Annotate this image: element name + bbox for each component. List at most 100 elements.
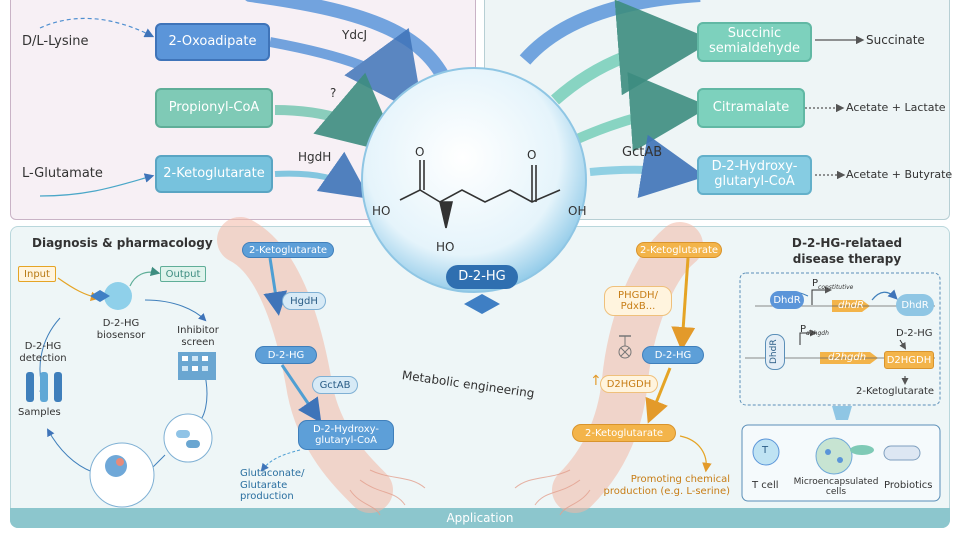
atom-ho-bottom: HO [436, 240, 455, 254]
d2hg-label: D-2-HG [446, 265, 518, 289]
p-constitutive-sub: constitutive [818, 284, 854, 291]
enzyme-hgdh-top: HgdH [298, 150, 332, 164]
probiotic-icon [883, 445, 921, 461]
arrow-hgcoa-glutaconate [260, 449, 301, 472]
arrow-d2hg-kg-right [645, 367, 672, 424]
pill-icon-1 [176, 430, 190, 438]
d2hg-molecule [399, 160, 561, 229]
me-right-d2hgdh: D2HGDH [600, 375, 658, 393]
me-left-kg: 2-Ketoglutarate [242, 242, 334, 258]
therapy-kg-label: 2-Ketoglutarate [856, 386, 935, 397]
arrow-kg-d2hg-left [263, 257, 288, 316]
enzyme-gctab-top: GctAB [622, 145, 663, 160]
biosensor-label: D-2-HG biosensor [96, 318, 146, 341]
p-constitutive-label: Pconstitutive [812, 278, 853, 291]
detection-label: D-2-HG detection [19, 341, 67, 364]
arrow-propionyl-center [274, 72, 401, 155]
me-left-product: Glutaconate/ Glutarate production [240, 468, 305, 502]
me-left-hgcoa: D-2-Hydroxy-glutaryl-CoA [298, 420, 394, 450]
arrow-center-ssa [551, 0, 714, 105]
arrow-kg-d2hg-right [671, 257, 696, 351]
patient-head-icon [105, 455, 127, 477]
arrow-biosensor-inhibitor [144, 299, 207, 322]
me-right-kg-bottom: 2-Ketoglutarate [572, 424, 676, 442]
me-right-up-arrow: ↑ [590, 373, 602, 389]
t-cell-mark: T [762, 445, 769, 456]
diamond-d2hg [464, 294, 500, 314]
flagella [349, 469, 591, 516]
substrate-glutamate: L-Glutamate [22, 166, 103, 181]
p-d2hgdh-label: Pd2hgdh [800, 324, 829, 337]
samples-label: Samples [18, 407, 61, 418]
product-acetate-butyrate: Acetate + Butyrate [846, 168, 953, 181]
arrow-out-center-1 [519, 0, 701, 65]
substrate-lysine: D/L-Lysine [22, 34, 89, 49]
me-right-product: Promoting chemical production (e.g. L-se… [603, 474, 730, 497]
product-acetate-lactate: Acetate + Lactate [846, 101, 946, 114]
node-2-oxoadipate: 2-Oxoadipate [155, 23, 270, 61]
node-citramalate: Citramalate [697, 88, 805, 128]
t-cell-icon [752, 438, 780, 466]
therapy-d2hg-label: D-2-HG [896, 328, 933, 339]
promoter-constitutive-icon [811, 286, 832, 305]
dhdr-protein-bound: DhdR [765, 334, 785, 370]
me-right-phgdh: PHGDH/ PdxB... [604, 286, 672, 316]
arrow-kg-center [274, 151, 370, 199]
node-2-ketoglutarate-top: 2-Ketoglutarate [155, 155, 273, 193]
arrow-center-hgcoa [589, 134, 706, 199]
arrow-dhdr-express [871, 289, 898, 301]
arrow-glutamate [39, 173, 155, 197]
me-right-d2hg: D-2-HG [642, 346, 704, 364]
me-left-d2hg: D-2-HG [255, 346, 317, 364]
tumor-icon [116, 458, 124, 466]
d2hg-sphere [361, 67, 587, 293]
funnel-icon [832, 406, 852, 420]
atom-o-right: O [527, 148, 537, 162]
microcapsule-cell-1 [825, 449, 831, 455]
node-propionyl-coa: Propionyl-CoA [155, 88, 273, 128]
probiotics-label: Probiotics [884, 480, 933, 491]
pills-circle [163, 413, 213, 463]
microcapsule-icon [815, 437, 853, 475]
p-d2hgdh-sub: d2hgdh [806, 330, 829, 337]
input-label: Input [18, 266, 56, 282]
arrow-d2hg-hgcoa-left [280, 364, 322, 423]
diagnosis-title: Diagnosis & pharmacology [32, 236, 213, 250]
screen-grid-icon [178, 352, 216, 380]
biosensor-cell [104, 282, 132, 310]
node-d2-hydroxyglutaryl-coa-top: D-2-Hydroxy-glutaryl-CoA [697, 155, 812, 195]
therapy-d2hgdh-box: D2HGDH [884, 351, 934, 369]
arrow-d2hg-d2hgdh [899, 339, 907, 350]
biosensor-diamond [90, 290, 110, 302]
enzyme-ydcj: YdcJ [342, 28, 368, 42]
bacterium-right [552, 222, 703, 513]
tubes-icon [26, 372, 62, 402]
atom-o-left: O [415, 145, 425, 159]
inhibition-cross-2 [620, 347, 630, 357]
p-constitutive-p: P [812, 278, 819, 289]
arrow-into-center-1 [245, 0, 452, 87]
arrow-oxoadipate-center [269, 27, 424, 117]
atom-oh-right: OH [568, 204, 587, 218]
arrow-center-citramalate [572, 72, 710, 152]
bacterium-left [217, 217, 393, 513]
arrow-output [129, 266, 161, 287]
gene-dhdr-label: dhdR [838, 300, 864, 311]
gene-circuit-box [739, 272, 941, 406]
arrow-kg-promote [679, 435, 712, 473]
product-succinate: Succinate [866, 33, 925, 47]
enzyme-unknown: ? [330, 86, 337, 100]
t-cell-label: T cell [752, 480, 779, 491]
output-label: Output [160, 266, 206, 282]
promoter-d2hgdh-icon [799, 329, 817, 345]
inhibitor-label: Inhibitor screen [177, 325, 219, 348]
pill-icon-2 [186, 440, 200, 448]
dhdr-protein-top: DhdR [770, 291, 804, 309]
capsule-cell-icon [850, 445, 874, 455]
atom-ho-left: HO [372, 204, 391, 218]
dhdr-protein-expressed: DhdR [896, 294, 934, 316]
application-bar: Application [10, 508, 950, 528]
gene-d2hgdh-label: d2hgdh [828, 352, 867, 363]
me-right-kg-top: 2-Ketoglutarate [636, 242, 722, 258]
node-succinic-semialdehyde: Succinic semialdehyde [697, 22, 812, 62]
